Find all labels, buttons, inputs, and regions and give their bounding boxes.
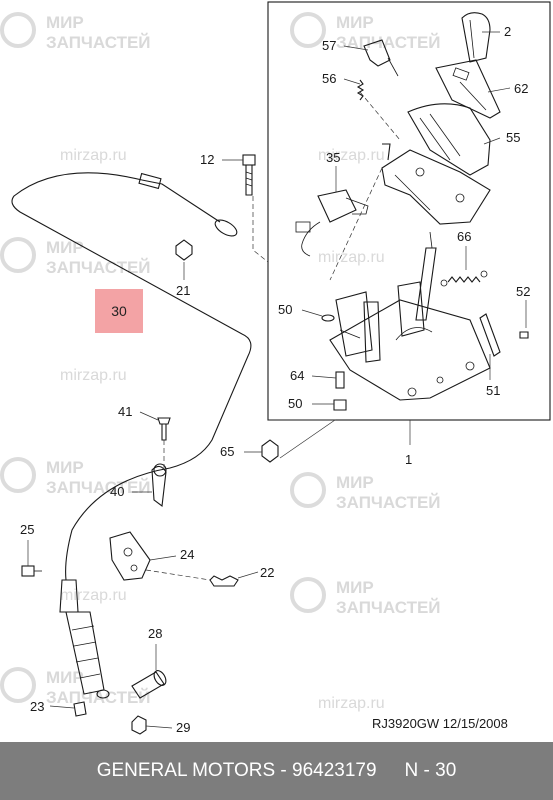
base-bracket — [329, 281, 491, 401]
watermark-site: mirzap.ru — [318, 249, 385, 266]
indicator-plate — [435, 59, 501, 119]
callout-50-upper: 50 — [278, 302, 292, 317]
callout-35: 35 — [326, 150, 340, 165]
watermark-brand-line2: ЗАПЧАСТЕЙ — [336, 493, 441, 512]
watermark-site: mirzap.ru — [318, 695, 385, 712]
watermark-brand-line2: ЗАПЧАСТЕЙ — [46, 33, 151, 52]
watermark-brand-line1: МИР — [336, 473, 374, 492]
callout-2: 2 — [504, 24, 511, 39]
callout-28: 28 — [148, 626, 162, 641]
callout-64: 64 — [290, 368, 304, 383]
callout-66: 66 — [457, 229, 471, 244]
watermark-brand-line1: МИР — [46, 458, 84, 477]
watermark-site: mirzap.ru — [318, 147, 385, 164]
callout-12: 12 — [200, 152, 214, 167]
switch-57 — [363, 39, 399, 77]
nut-65 — [261, 439, 279, 463]
watermark-site: mirzap.ru — [60, 367, 127, 384]
watermark-logo-icon — [290, 472, 326, 508]
callout-labels: 57 2 56 62 55 12 35 66 21 52 50 64 51 50… — [20, 24, 530, 735]
watermark-brand-line1: МИР — [46, 668, 84, 687]
footer-ref: N - 30 — [404, 760, 457, 781]
callout-25: 25 — [20, 522, 34, 537]
clip-22-dash — [145, 569, 211, 581]
footer-bar: GENERAL MOTORS - 96423179 N - 30 — [0, 742, 553, 800]
bracket-24 — [109, 531, 151, 581]
watermark-brand-line2: ЗАПЧАСТЕЙ — [46, 478, 151, 497]
bushing-50-upper — [321, 314, 335, 322]
callout-55: 55 — [506, 130, 520, 145]
cable-boot — [59, 579, 110, 699]
nut-21 — [175, 239, 193, 261]
callout-22: 22 — [260, 565, 274, 580]
callout-65: 65 — [220, 444, 234, 459]
watermark-layer: МИР ЗАПЧАСТЕЙ МИР ЗАПЧАСТЕЙ mirzap.ru mi… — [0, 12, 441, 712]
callout-21: 21 — [176, 283, 190, 298]
shift-knob — [461, 12, 491, 63]
callout-40: 40 — [110, 484, 124, 499]
frame-corner-leader — [268, 419, 337, 459]
callout-51: 51 — [486, 383, 500, 398]
watermark-brand-line2: ЗАПЧАСТЕЙ — [336, 598, 441, 617]
callout-56: 56 — [322, 71, 336, 86]
watermark-brand-line2: ЗАПЧАСТЕЙ — [336, 33, 441, 52]
footer-maker: GENERAL MOTORS - 96423179 — [96, 760, 377, 781]
callout-29: 29 — [176, 720, 190, 735]
bolt-12 — [242, 154, 256, 196]
pin-64 — [335, 371, 345, 389]
watermark-brand-line1: МИР — [336, 13, 374, 32]
watermark-brand-line1: МИР — [336, 578, 374, 597]
clip-22 — [209, 575, 239, 587]
document-code: RJ3920GW 12/15/2008 — [372, 716, 508, 731]
spring-56 — [356, 79, 365, 101]
nut-29 — [131, 715, 147, 735]
watermark-site: mirzap.ru — [60, 147, 127, 164]
callout-52: 52 — [516, 284, 530, 299]
clip-23 — [73, 701, 87, 717]
callout-1: 1 — [405, 452, 412, 467]
highlighted-part-30[interactable]: 30 — [95, 289, 143, 333]
link-51 — [479, 313, 501, 357]
bolt-41 — [157, 417, 171, 441]
screw-upper — [382, 143, 391, 161]
callout-41: 41 — [118, 404, 132, 419]
spring — [440, 270, 488, 287]
watermark-logo-icon — [0, 12, 36, 48]
watermark-logo-icon — [290, 577, 326, 613]
sensor-module — [295, 189, 369, 257]
parts-diagram: МИР ЗАПЧАСТЕЙ МИР ЗАПЧАСТЕЙ mirzap.ru mi… — [0, 1, 551, 735]
bushing-50-lower — [333, 399, 347, 411]
callout-57: 57 — [322, 38, 336, 53]
watermark-logo-icon — [290, 12, 326, 48]
callout-50-lower: 50 — [288, 396, 302, 411]
clip-40 — [151, 463, 167, 508]
watermark-brand-line2: ЗАПЧАСТЕЙ — [46, 688, 151, 707]
callout-23: 23 — [30, 699, 44, 714]
watermark-brand-line1: МИР — [46, 238, 84, 257]
callout-24: 24 — [180, 547, 194, 562]
leader-lines — [27, 31, 527, 729]
bolt-25 — [21, 565, 42, 577]
watermark-brand-line1: МИР — [46, 13, 84, 32]
lever-shaft — [415, 231, 437, 321]
watermark-brand-line2: ЗАПЧАСТЕЙ — [46, 258, 151, 277]
sleeve-28 — [131, 670, 167, 699]
watermark-site: mirzap.ru — [60, 587, 127, 604]
assembly-frame — [267, 1, 551, 421]
upper-bracket — [381, 149, 491, 225]
watermark-logo-icon — [0, 457, 36, 493]
shift-cable — [11, 172, 252, 581]
shifter-cover — [407, 103, 491, 176]
clip-52 — [519, 331, 529, 339]
watermark-logo-icon — [0, 667, 36, 703]
callout-62: 62 — [514, 81, 528, 96]
highlighted-part-label: 30 — [111, 303, 127, 319]
watermark-logo-icon — [0, 237, 36, 273]
